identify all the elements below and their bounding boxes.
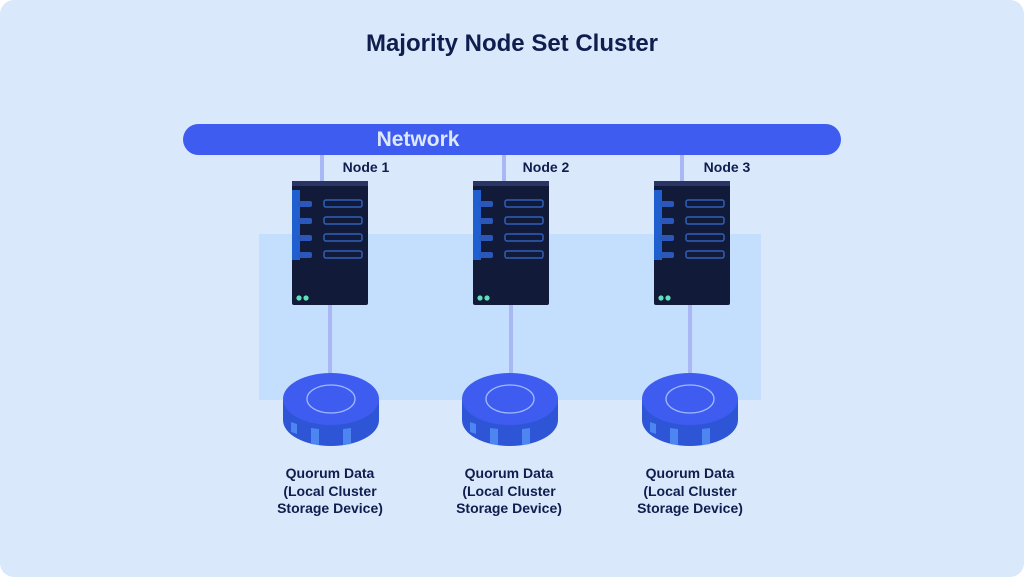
- caption-line: (Local Cluster: [643, 482, 737, 499]
- caption-line: (Local Cluster: [283, 482, 377, 499]
- node-3-label: Node 3: [703, 159, 751, 175]
- diagram-title: Majority Node Set Cluster: [365, 30, 659, 57]
- network-label: Network: [355, 124, 481, 155]
- node-1-storage-disk-icon: [283, 373, 379, 446]
- node-2-storage-link: [509, 304, 513, 376]
- node-1-server-icon: [292, 181, 368, 305]
- caption-line: Quorum Data: [464, 465, 554, 481]
- caption-line: Quorum Data: [645, 465, 735, 481]
- node-2-storage-disk-icon: [462, 373, 558, 446]
- node-2-label: Node 2: [522, 159, 570, 175]
- node-3-storage-caption: Quorum Data (Local Cluster Storage Devic…: [610, 465, 770, 518]
- caption-line: Storage Device): [637, 500, 743, 516]
- node-3-server-icon: [654, 181, 730, 305]
- network-bar: [183, 124, 841, 155]
- node-3-storage-link: [688, 304, 692, 376]
- caption-line: Quorum Data: [285, 465, 375, 481]
- caption-line: Storage Device): [456, 500, 562, 516]
- node-1-label: Node 1: [342, 159, 390, 175]
- node-1-storage-link: [328, 304, 332, 376]
- node-3-storage-disk-icon: [642, 373, 738, 446]
- node-1-uplink: [320, 137, 324, 185]
- caption-line: Storage Device): [277, 500, 383, 516]
- node-2-storage-caption: Quorum Data (Local Cluster Storage Devic…: [429, 465, 589, 518]
- node-3-uplink: [680, 137, 684, 185]
- node-2-server-icon: [473, 181, 549, 305]
- node-2-uplink: [502, 137, 506, 185]
- node-1-storage-caption: Quorum Data (Local Cluster Storage Devic…: [250, 465, 410, 518]
- caption-line: (Local Cluster: [462, 482, 556, 499]
